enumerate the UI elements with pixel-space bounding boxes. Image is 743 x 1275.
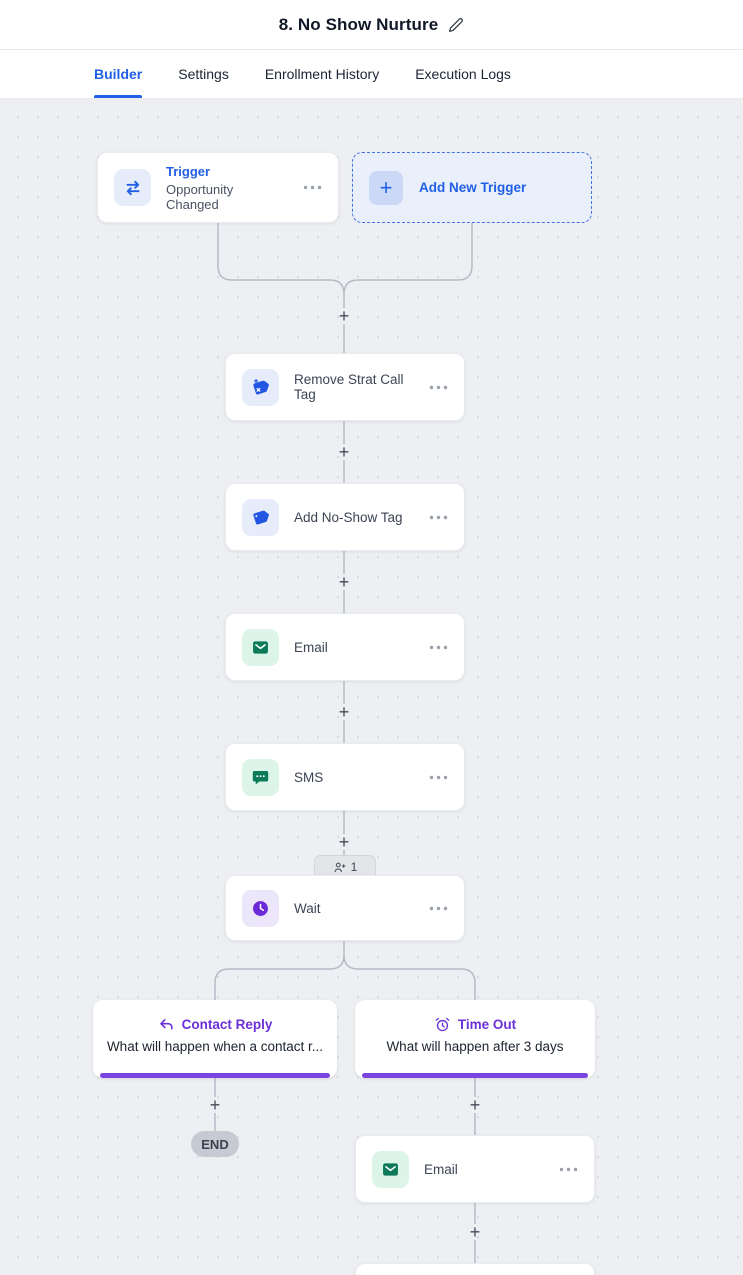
- tag-icon: [242, 498, 279, 536]
- branch-accent-bar: [100, 1073, 330, 1078]
- add-step-button-3[interactable]: +: [338, 572, 350, 592]
- trigger-subtitle: Opportunity Changed: [166, 181, 234, 212]
- tab-builder[interactable]: Builder: [94, 50, 143, 98]
- clock-icon: [242, 889, 279, 927]
- branch-subtitle: What will happen after 3 days: [386, 1039, 564, 1054]
- action-label: Email: [424, 1161, 458, 1177]
- pencil-icon: [448, 17, 464, 33]
- tabbar: Builder Settings Enrollment History Exec…: [0, 50, 743, 99]
- header: 8. No Show Nurture: [0, 0, 743, 50]
- add-step-button-left-branch[interactable]: +: [209, 1095, 221, 1115]
- waiting-count: 1: [350, 860, 358, 874]
- branch-accent-bar: [362, 1073, 588, 1078]
- action-label: SMS: [294, 769, 324, 785]
- action-menu-button[interactable]: [427, 381, 450, 394]
- tag-remove-icon: [242, 368, 279, 406]
- add-step-button-4[interactable]: +: [338, 702, 350, 722]
- action-label: Email: [294, 639, 328, 655]
- add-new-trigger-label: Add New Trigger: [419, 180, 527, 195]
- action-node-email[interactable]: Email: [225, 613, 465, 681]
- alarm-clock-icon: [434, 1016, 451, 1033]
- page-title: 8. No Show Nurture: [278, 14, 439, 34]
- action-node-sms[interactable]: SMS: [225, 743, 465, 811]
- action-label: Wait: [294, 900, 321, 916]
- action-label: Remove Strat Call Tag: [294, 372, 404, 402]
- branch-card-contact-reply[interactable]: Contact Reply What will happen when a co…: [93, 1000, 337, 1078]
- branch-card-time-out[interactable]: Time Out What will happen after 3 days: [355, 1000, 595, 1078]
- action-node-wait[interactable]: Wait: [225, 875, 465, 941]
- action-menu-button[interactable]: [557, 1163, 580, 1176]
- trigger-menu-button[interactable]: [301, 181, 324, 194]
- email-icon: [242, 628, 279, 666]
- add-step-button-5[interactable]: +: [338, 832, 350, 852]
- branch-title: Contact Reply: [181, 1017, 273, 1032]
- action-menu-button[interactable]: [427, 511, 450, 524]
- action-node-partial[interactable]: [355, 1263, 595, 1275]
- action-menu-button[interactable]: [427, 641, 450, 654]
- branch-title: Time Out: [457, 1017, 517, 1032]
- sms-icon: [242, 758, 279, 796]
- workflow-canvas[interactable]: Trigger Opportunity Changed + Add New Tr…: [0, 99, 743, 1275]
- trigger-node[interactable]: Trigger Opportunity Changed: [97, 152, 339, 223]
- tab-settings[interactable]: Settings: [178, 66, 229, 82]
- edit-title-button[interactable]: [448, 17, 464, 33]
- action-node-remove-strat-call-tag[interactable]: Remove Strat Call Tag: [225, 353, 465, 421]
- add-step-button-1[interactable]: +: [338, 306, 350, 326]
- tab-enrollment-history[interactable]: Enrollment History: [264, 66, 380, 82]
- reply-arrow-icon: [158, 1016, 175, 1033]
- action-menu-button[interactable]: [427, 771, 450, 784]
- action-node-add-no-show-tag[interactable]: Add No-Show Tag: [225, 483, 465, 551]
- plus-icon: +: [369, 170, 403, 205]
- add-step-button-right-branch[interactable]: +: [469, 1095, 481, 1115]
- add-new-trigger-button[interactable]: + Add New Trigger: [352, 152, 592, 223]
- add-step-button-2[interactable]: +: [338, 442, 350, 462]
- action-label: Add No-Show Tag: [294, 509, 403, 525]
- add-step-button-6[interactable]: +: [469, 1222, 481, 1242]
- branch-subtitle: What will happen when a contact r...: [106, 1039, 324, 1054]
- email-icon: [372, 1150, 409, 1188]
- swap-arrows-icon: [114, 169, 151, 206]
- action-menu-button[interactable]: [427, 902, 450, 915]
- trigger-title: Trigger: [166, 163, 211, 179]
- tab-execution-logs[interactable]: Execution Logs: [415, 66, 511, 82]
- end-marker: END: [191, 1131, 239, 1157]
- connector-lines: [214, 223, 476, 1263]
- action-node-timeout-email[interactable]: Email: [355, 1135, 595, 1203]
- person-icon: [333, 861, 346, 874]
